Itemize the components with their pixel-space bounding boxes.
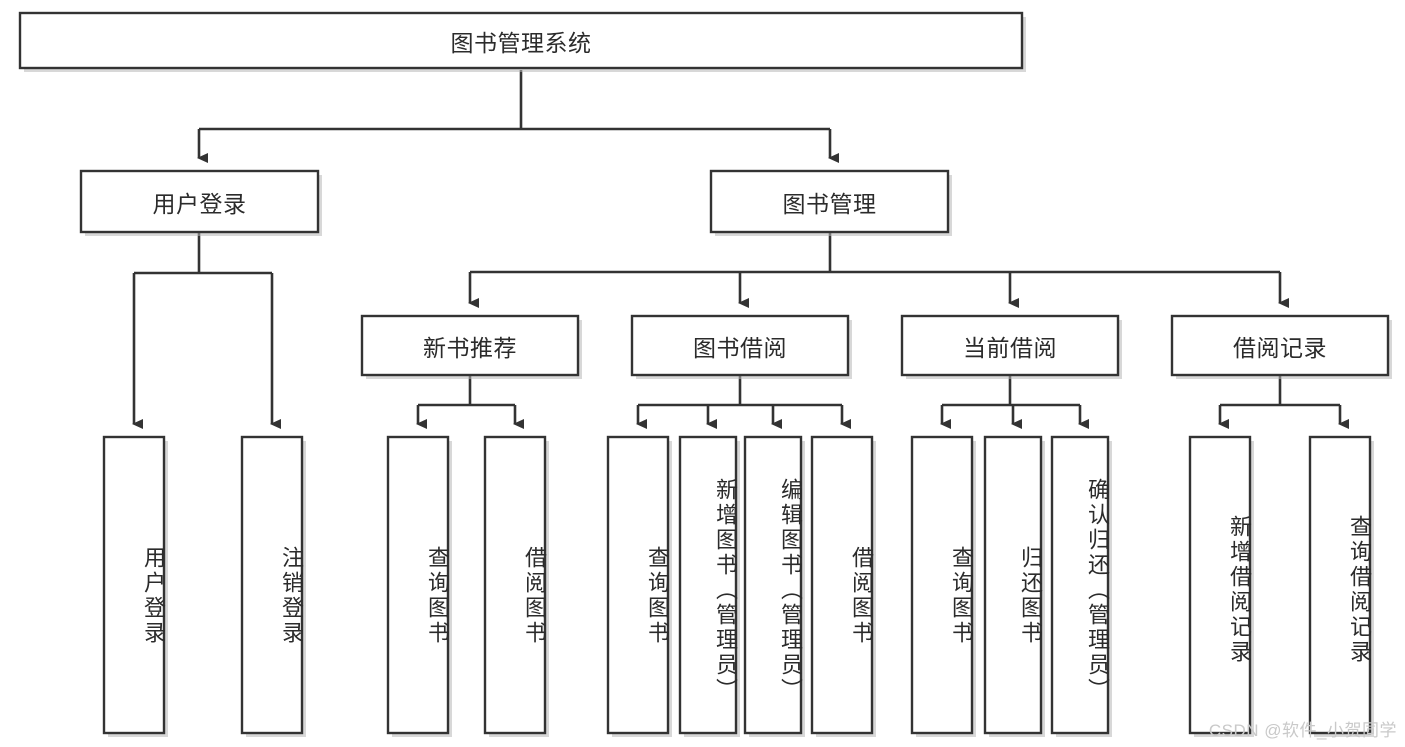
book-borrow-node-box[interactable] — [630, 314, 850, 377]
root-node-box[interactable] — [18, 11, 1024, 70]
leaf-add-record-box[interactable] — [1188, 435, 1252, 735]
leaf-borrow-book-2-box[interactable] — [810, 435, 874, 735]
current-borrow-node-box[interactable] — [900, 314, 1120, 377]
connector-group-root — [197, 70, 839, 163]
connector-group-borrow-record — [1218, 375, 1349, 429]
leaf-query-book-2-box[interactable] — [606, 435, 670, 735]
leaf-query-book-3-box[interactable] — [910, 435, 974, 735]
leaf-query-book-1-box[interactable] — [386, 435, 450, 735]
connector-group-book-manage — [468, 232, 1289, 308]
leaf-add-book-box[interactable] — [678, 435, 738, 735]
node-boxes — [18, 11, 1392, 737]
csdn-watermark: CSDN @软件_小贺同学 — [1208, 721, 1397, 740]
borrow-record-node-box[interactable] — [1170, 314, 1390, 377]
leaf-logout-box[interactable] — [240, 435, 304, 735]
connector-group-current-borrow — [940, 375, 1089, 429]
connector-group-new-book-rec — [416, 375, 524, 429]
leaf-borrow-book-1-box[interactable] — [483, 435, 547, 735]
leaf-user-login-box[interactable] — [102, 435, 166, 735]
leaf-confirm-return-box[interactable] — [1050, 435, 1110, 735]
new-book-rec-node-box[interactable] — [360, 314, 580, 377]
book-manage-node-box[interactable] — [709, 169, 950, 234]
leaf-return-book-box[interactable] — [983, 435, 1043, 735]
connector-group-book-borrow — [636, 375, 851, 429]
leaf-query-record-box[interactable] — [1308, 435, 1372, 735]
leaf-edit-book-box[interactable] — [743, 435, 803, 735]
connector-group-user-login — [132, 232, 281, 429]
user-login-node-box[interactable] — [79, 169, 320, 234]
